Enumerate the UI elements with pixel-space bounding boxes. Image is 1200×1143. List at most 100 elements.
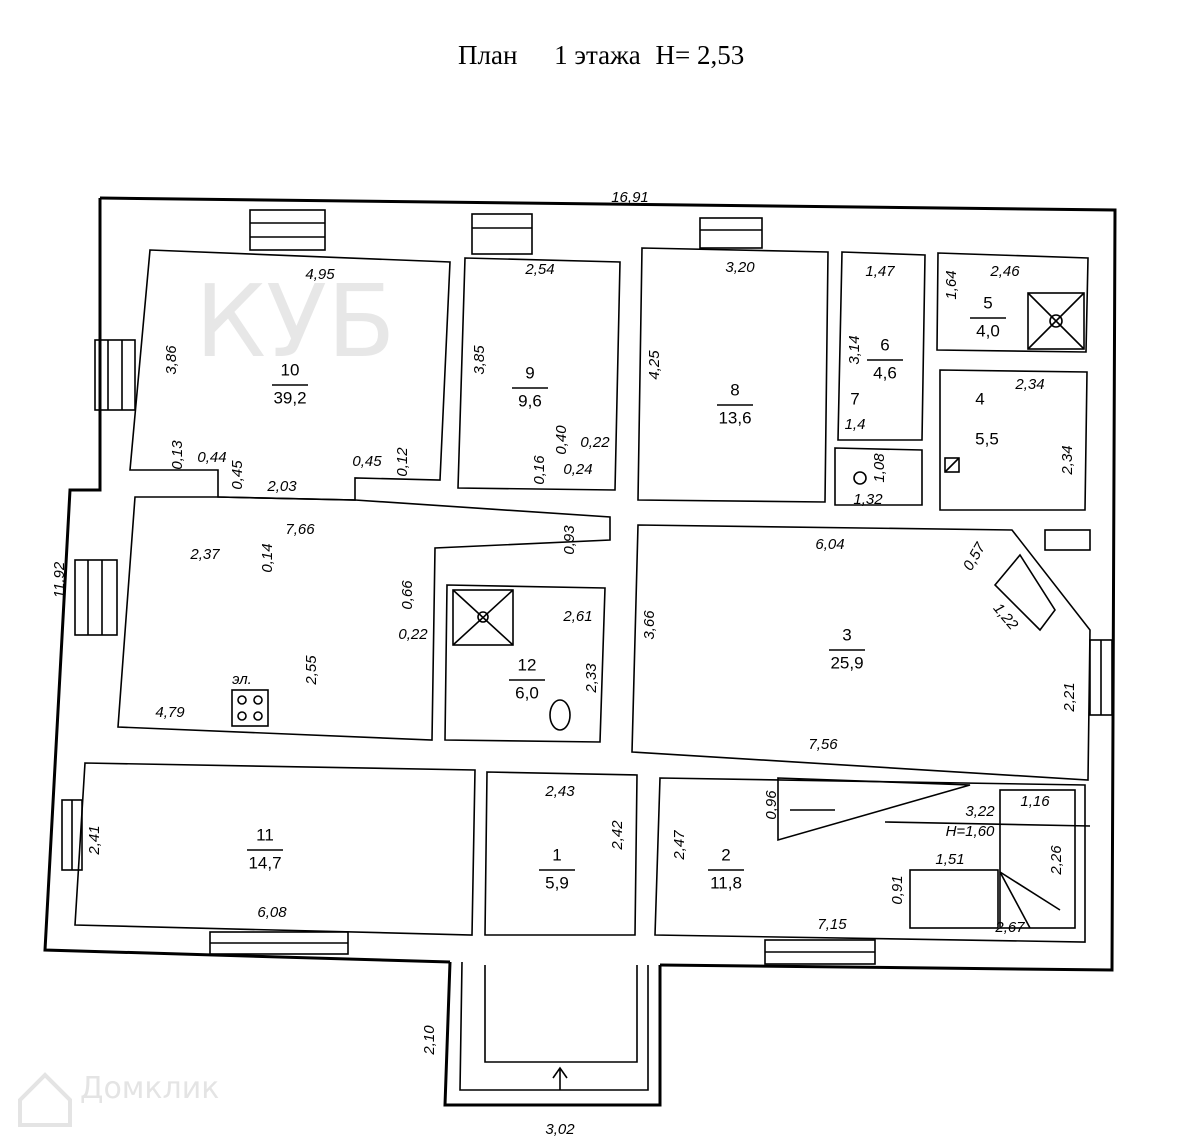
dimension-label: 3,22 [965, 803, 995, 820]
dimension-label: 1,64 [943, 270, 960, 299]
dimension-label: 2,03 [266, 478, 297, 495]
toilet-icon [853, 471, 867, 485]
dimension-label: 2,47 [671, 830, 688, 861]
dimension-label: 0,13 [169, 440, 186, 470]
entrance-arrow [552, 1066, 568, 1090]
dimension-label: 0,91 [889, 875, 906, 904]
room-5-outline [936, 252, 1089, 353]
dimension-label: 0,16 [531, 455, 548, 485]
dimension-label: 7,66 [285, 521, 315, 538]
dimension-label: 0,22 [398, 626, 428, 643]
room-8-outline [637, 247, 829, 503]
dimension-label: 2,46 [989, 263, 1020, 280]
shower-icon [452, 589, 514, 646]
dimension-label: 16,91 [611, 189, 649, 206]
room-1-outline [484, 771, 638, 936]
room-number: 3 [842, 625, 851, 644]
room-area: 4,6 [873, 363, 897, 382]
fixtures [231, 292, 1091, 731]
dimension-label: 2,26 [1048, 845, 1065, 876]
dimension-label: 2,21 [1061, 682, 1078, 712]
room-number: 2 [721, 845, 730, 864]
room-area: 11,8 [710, 873, 742, 892]
room-number: 11 [256, 825, 274, 844]
dimension-label: 2,61 [562, 608, 592, 625]
room-number: 5 [983, 293, 992, 312]
dimension-label: 2,54 [524, 261, 554, 278]
room-6-outline [837, 251, 926, 441]
dimension-label: 11,92 [51, 561, 68, 598]
dimension-label: 1,47 [865, 263, 895, 280]
windows [61, 209, 1113, 965]
dimension-label: 6,08 [257, 904, 287, 921]
vent-icon [944, 457, 960, 473]
room-area: 4,0 [976, 321, 1000, 340]
dimension-label: 3,14 [846, 335, 863, 364]
room-number: 8 [730, 380, 739, 399]
stove-label: эл. [232, 671, 252, 688]
dimension-label: 2,33 [583, 663, 600, 694]
room-number: 1 [552, 845, 561, 864]
room-number: 4 [975, 389, 984, 408]
room-area: 5,9 [545, 873, 569, 892]
dimension-label: 2,43 [544, 783, 575, 800]
dimension-label: 3,20 [725, 259, 755, 276]
dimension-label: 0,45 [352, 453, 382, 470]
room-4-outline [939, 369, 1088, 511]
room-number: 6 [880, 335, 889, 354]
dimension-label: 0,45 [229, 460, 246, 490]
kitchen-outline [117, 496, 611, 741]
dimension-label: 7,56 [808, 736, 838, 753]
title-height: H= 2,53 [656, 40, 745, 70]
dimension-label: 3,85 [471, 345, 488, 375]
room-7-outline [834, 447, 923, 506]
dimension-label: 0,24 [563, 461, 592, 478]
dimension-label: 4,79 [155, 704, 185, 721]
domclick-watermark: Домклик [18, 1071, 219, 1127]
dimension-label: 0,44 [197, 449, 226, 466]
dimension-label: 2,10 [421, 1025, 438, 1056]
dimension-label: 2,42 [609, 820, 626, 851]
dimension-label: 0,57 [960, 539, 990, 573]
room-area: 14,7 [248, 853, 281, 872]
dimension-label: 1,22 [990, 600, 1022, 634]
room-number: 10 [281, 360, 300, 379]
shower-icon [1027, 292, 1085, 350]
room-2-outline [654, 777, 1086, 943]
dimension-label: 0,96 [763, 790, 780, 820]
dimension-label: 2,67 [994, 919, 1025, 936]
dimension-label: 4,95 [305, 266, 335, 283]
room-area: 9,6 [518, 391, 542, 410]
plan-title: План 1 этажа H= 2,53 [458, 40, 744, 70]
dimension-label: 0,66 [399, 580, 416, 610]
room-area: 25,9 [830, 653, 863, 672]
room-number: 9 [525, 363, 534, 382]
dimension-label: 2,37 [189, 546, 220, 563]
dimension-label: 2,41 [86, 825, 103, 855]
dimension-label: 3,66 [641, 610, 658, 640]
dimension-label: 1,16 [1020, 793, 1050, 810]
room-area: 13,6 [718, 408, 751, 427]
agency-watermark: КУБ [195, 263, 396, 380]
dimension-label: 1,32 [853, 491, 883, 508]
dimension-label: 0,93 [561, 525, 578, 555]
walls [43, 196, 1117, 1107]
stairs [777, 777, 1091, 929]
dimension-label: 0,40 [553, 425, 570, 455]
dimension-label: 0,14 [259, 543, 276, 572]
room-area: 39,2 [273, 388, 306, 407]
title-prefix: План [458, 40, 517, 70]
dimension-label: 4,25 [646, 350, 663, 380]
dimension-label: 3,02 [545, 1121, 575, 1138]
dimension-label: 1,08 [871, 453, 888, 483]
domclick-text: Домклик [80, 1071, 219, 1106]
porch-outer [443, 961, 662, 1107]
dimension-label: 2,34 [1059, 445, 1076, 475]
dimension-label: 7,15 [817, 916, 847, 933]
dimension-label: H=1,60 [946, 823, 995, 840]
fireplace-icon [993, 553, 1056, 632]
room-area: 6,0 [515, 683, 539, 702]
dimension-label: 0,12 [394, 447, 411, 477]
dimension-label: 0,22 [580, 434, 610, 451]
